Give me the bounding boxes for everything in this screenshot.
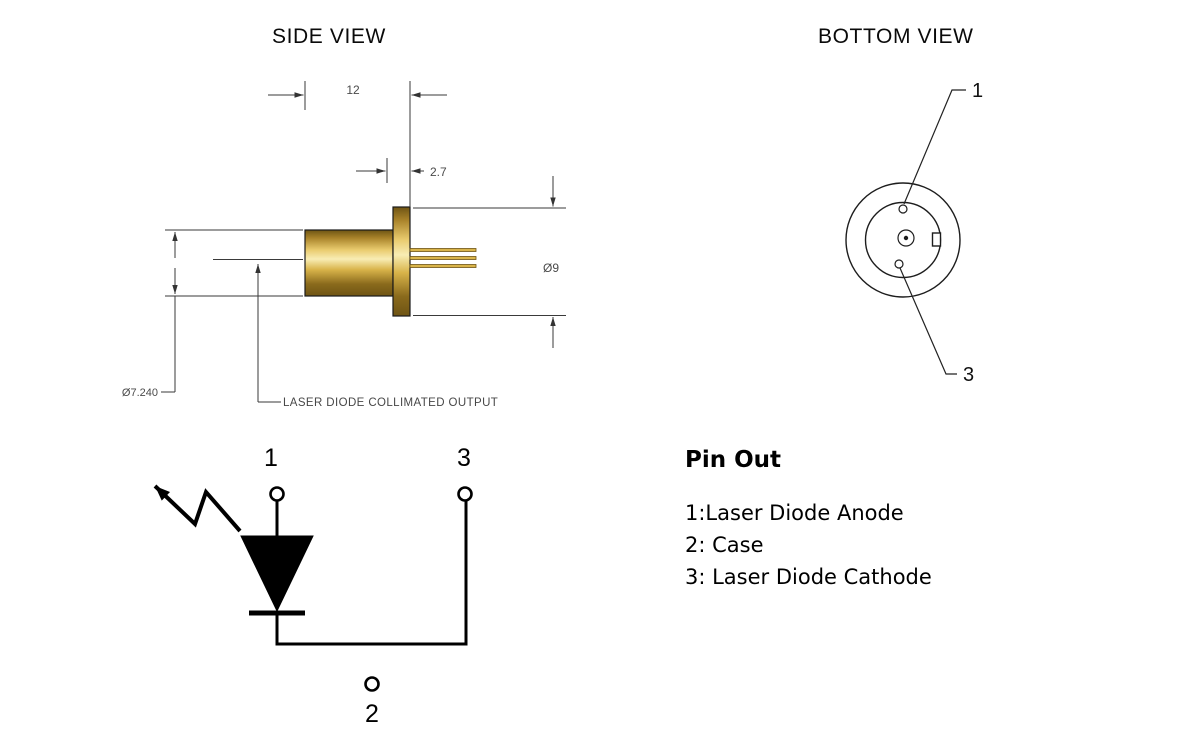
dim-length-label: 12 [346, 83, 360, 97]
pin1-leader-line [903, 89, 966, 205]
pin-lead [409, 248, 477, 252]
bottom-view-pin3-label: 3 [963, 364, 974, 386]
output-callout: LASER DIODE COLLIMATED OUTPUT [213, 259, 498, 409]
side-view-drawing: 12 2.7 Ø9 [122, 81, 566, 409]
terminal-3 [457, 486, 473, 502]
dim-flange-diameter-label: Ø9 [543, 261, 559, 275]
dimension-flange-diameter: Ø9 [413, 176, 566, 348]
schematic-pin3-label: 3 [457, 444, 471, 472]
pinout-item-3: 3: Laser Diode Cathode [685, 565, 932, 589]
dim-pin-section-label: 2.7 [430, 165, 447, 179]
center-emitter-dot [903, 235, 909, 241]
pin3-leader-line [899, 267, 957, 375]
pin-lead [409, 256, 477, 260]
schematic-pin2-label: 2 [365, 700, 379, 728]
terminal-2 [364, 676, 380, 692]
bottom-view-pin1-label: 1 [972, 80, 983, 102]
bottom-view-drawing: 1 3 [845, 80, 983, 386]
index-tab [931, 232, 942, 247]
pin1-hole [898, 204, 908, 214]
collimated-output-label: LASER DIODE COLLIMATED OUTPUT [283, 397, 498, 409]
pinout-item-1: 1:Laser Diode Anode [685, 501, 904, 525]
laser-diode-flange [392, 206, 411, 317]
pinout-section: Pin Out 1:Laser Diode Anode 2: Case 3: L… [685, 447, 932, 593]
dim-body-diameter-label: Ø7.240 [122, 387, 158, 399]
dimension-body-diameter: Ø7.240 [122, 229, 303, 399]
terminal-1 [269, 486, 285, 502]
dimension-flange-width: 2.7 [356, 158, 447, 183]
pinout-heading: Pin Out [685, 447, 782, 473]
side-view-title: SIDE VIEW [272, 25, 386, 48]
diode-triangle [240, 535, 314, 613]
pin3-hole [894, 259, 904, 269]
pinout-item-2: 2: Case [685, 533, 764, 557]
emission-arrow [153, 484, 242, 533]
pin-lead [409, 264, 477, 268]
bottom-view-title: BOTTOM VIEW [818, 25, 974, 48]
laser-diode-body [304, 229, 394, 297]
schematic-drawing: 1 3 2 [153, 444, 473, 728]
schematic-pin1-label: 1 [264, 444, 278, 472]
dimension-length: 12 [268, 81, 447, 207]
